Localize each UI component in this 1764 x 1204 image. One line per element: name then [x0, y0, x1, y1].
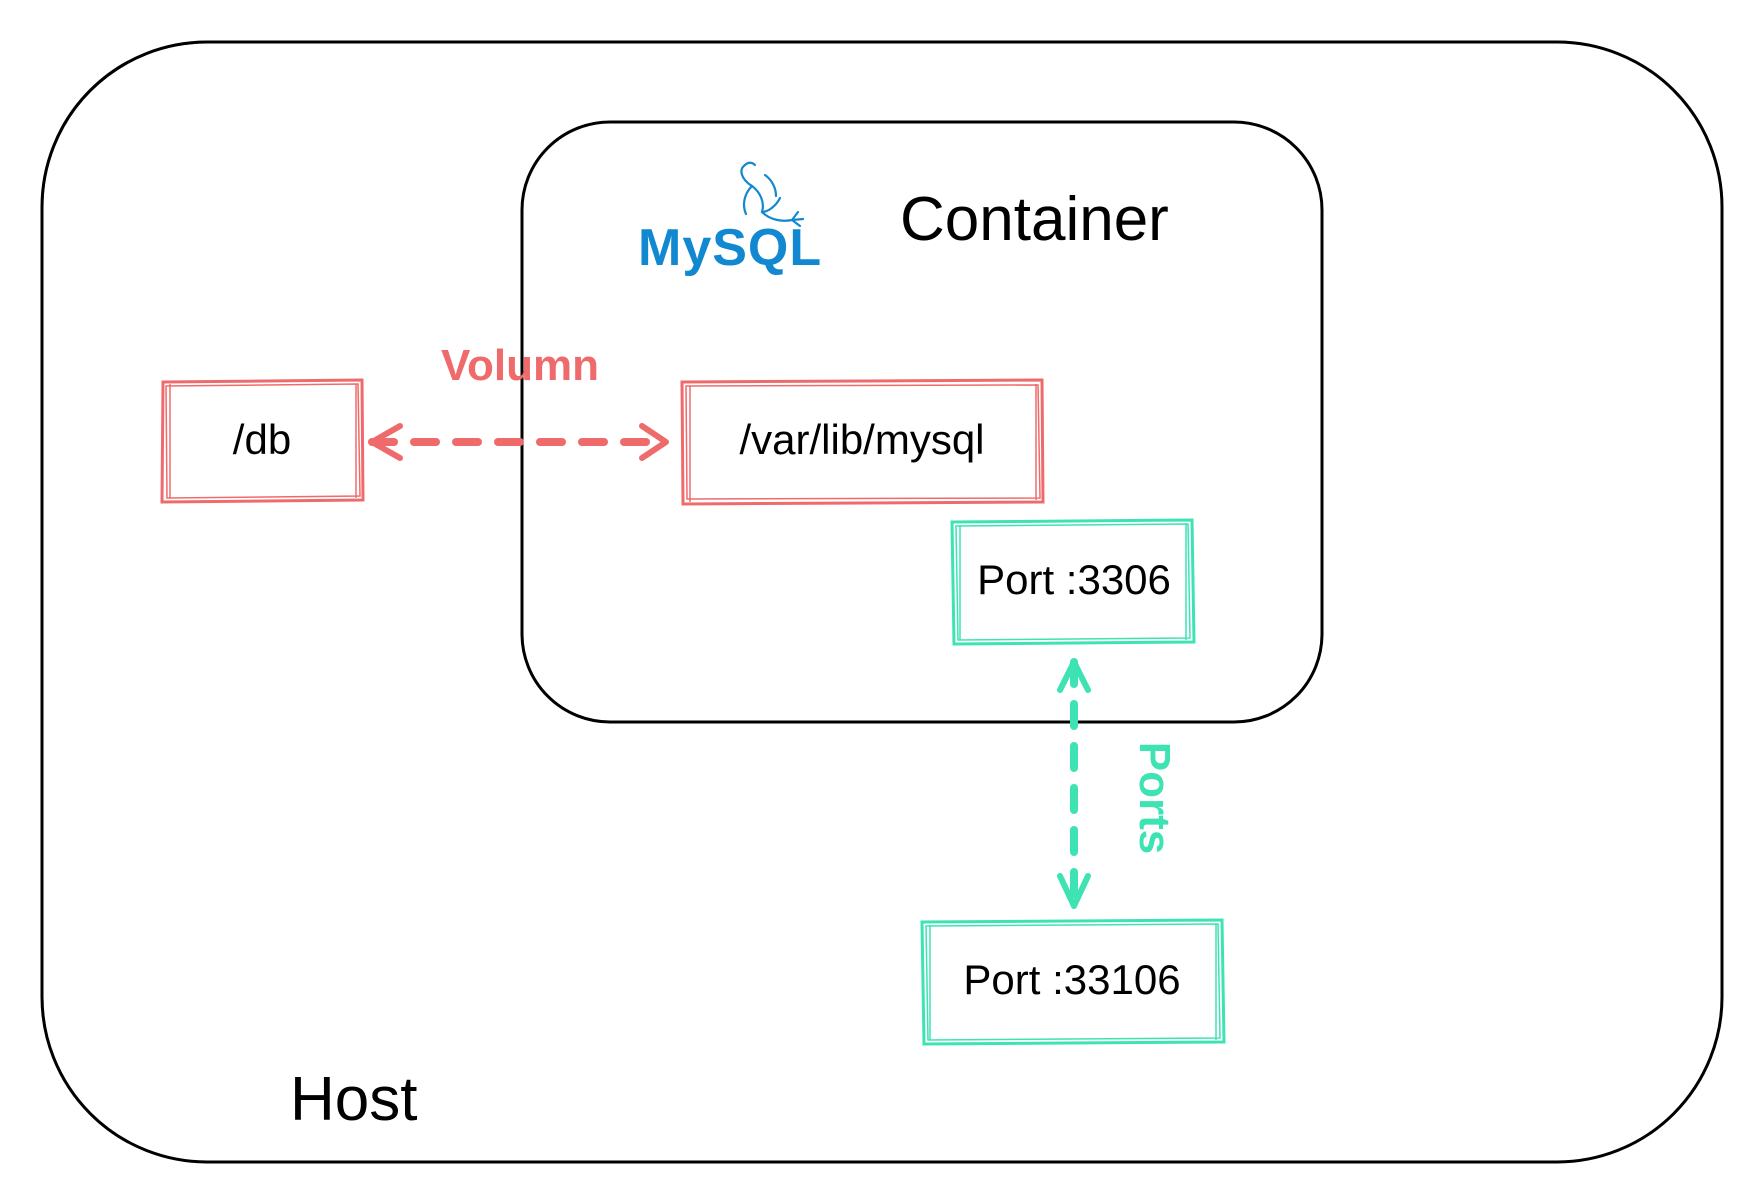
- container-port-box: Port :3306: [950, 518, 1196, 646]
- volume-label: Volumn: [441, 341, 599, 390]
- mysql-dolphin-icon: [740, 161, 805, 228]
- ports-arrow: [1057, 658, 1091, 909]
- host-box: Host: [40, 40, 1724, 1164]
- mysql-logo-text: MySQL: [638, 219, 822, 277]
- host-volume-path: /db: [233, 416, 291, 463]
- container-label: Container: [900, 185, 1169, 254]
- container-port-label: Port :3306: [977, 556, 1171, 603]
- container-box: Container: [520, 120, 1324, 724]
- mysql-logo: MySQL: [638, 161, 822, 277]
- host-port-label: Port :33106: [963, 956, 1180, 1003]
- volume-arrow: [368, 423, 669, 461]
- container-volume-box: /var/lib/mysql: [680, 378, 1045, 506]
- ports-label: Ports: [1130, 742, 1179, 854]
- container-volume-path: /var/lib/mysql: [739, 416, 984, 463]
- host-label: Host: [290, 1065, 417, 1134]
- host-volume-box: /db: [160, 378, 365, 504]
- host-port-box: Port :33106: [920, 918, 1226, 1046]
